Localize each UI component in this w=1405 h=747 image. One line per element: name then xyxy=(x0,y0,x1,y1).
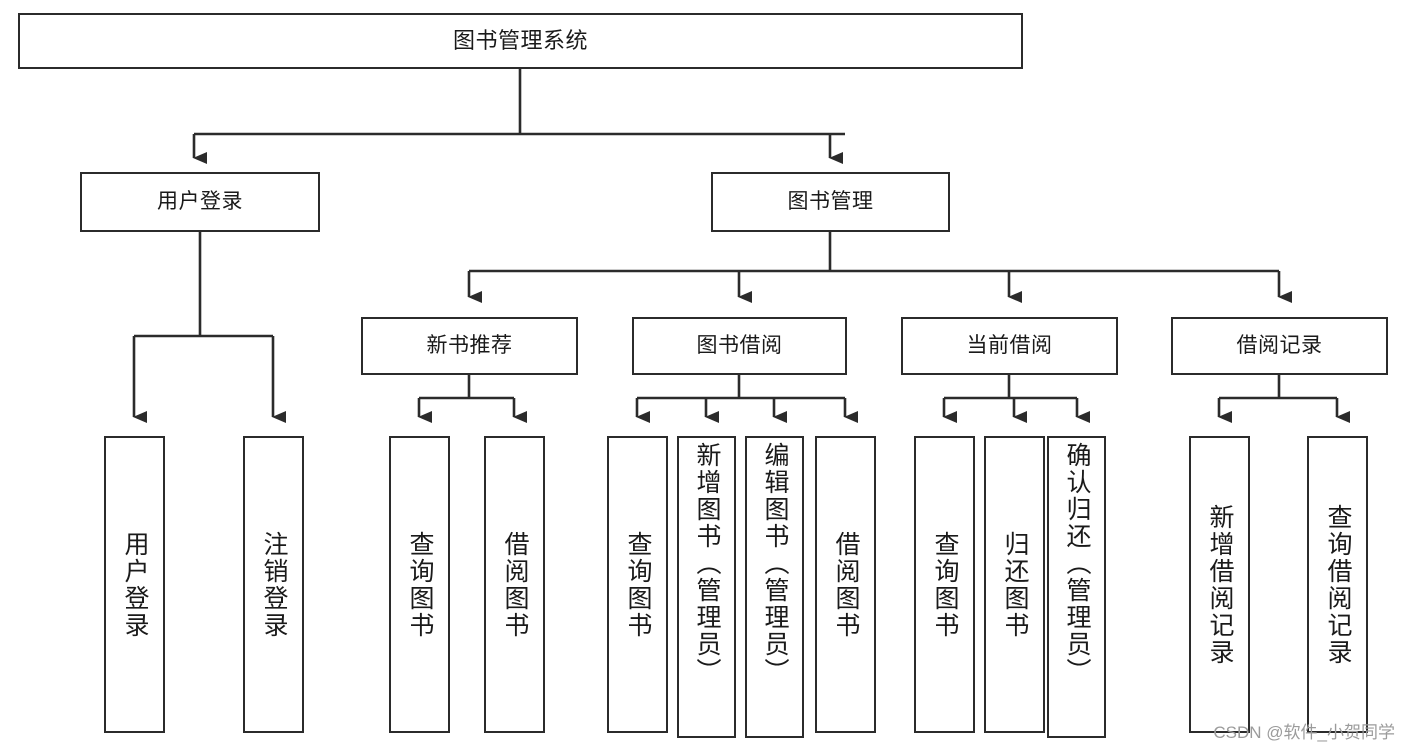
node-leaf-user-logout[interactable]: 注销登录 xyxy=(243,436,304,733)
node-label: 借阅图书 xyxy=(832,530,860,639)
node-label: 图书管理系统 xyxy=(452,27,588,53)
node-leaf-edit-book[interactable]: 编辑图书（管理员） xyxy=(745,436,804,738)
node-leaf-confirm-return[interactable]: 确认归还（管理员） xyxy=(1047,436,1106,738)
node-label: 查询图书 xyxy=(624,530,652,639)
node-borrow-record[interactable]: 借阅记录 xyxy=(1171,317,1388,375)
node-leaf-query-book-current[interactable]: 查询图书 xyxy=(914,436,975,733)
node-label: 注销登录 xyxy=(260,530,288,639)
node-label: 查询图书 xyxy=(406,530,434,639)
node-label: 借阅图书 xyxy=(501,530,529,639)
node-book-borrow[interactable]: 图书借阅 xyxy=(632,317,847,375)
node-label: 当前借阅 xyxy=(966,334,1053,358)
node-user-login[interactable]: 用户登录 xyxy=(80,172,320,232)
node-leaf-borrow-book-recommend[interactable]: 借阅图书 xyxy=(484,436,545,733)
node-label: 图书借阅 xyxy=(696,334,783,358)
node-label: 借阅记录 xyxy=(1236,334,1323,358)
node-label: 查询图书 xyxy=(931,530,959,639)
node-label: 归还图书 xyxy=(1001,530,1029,639)
node-label: 新书推荐 xyxy=(426,334,513,358)
node-leaf-add-book[interactable]: 新增图书（管理员） xyxy=(677,436,736,738)
node-leaf-add-borrow-record[interactable]: 新增借阅记录 xyxy=(1189,436,1250,733)
node-current-borrow[interactable]: 当前借阅 xyxy=(901,317,1118,375)
node-book-management[interactable]: 图书管理 xyxy=(711,172,950,232)
node-leaf-return-book[interactable]: 归还图书 xyxy=(984,436,1045,733)
node-leaf-query-book-borrow[interactable]: 查询图书 xyxy=(607,436,668,733)
node-leaf-user-login[interactable]: 用户登录 xyxy=(104,436,165,733)
node-leaf-query-borrow-record[interactable]: 查询借阅记录 xyxy=(1307,436,1368,733)
node-label: 用户登录 xyxy=(121,530,149,639)
node-leaf-borrow-book[interactable]: 借阅图书 xyxy=(815,436,876,733)
node-root-book-management-system[interactable]: 图书管理系统 xyxy=(18,13,1023,69)
node-label: 新增借阅记录 xyxy=(1206,503,1234,666)
node-new-book-recommend[interactable]: 新书推荐 xyxy=(361,317,578,375)
node-label: 用户登录 xyxy=(157,190,243,214)
node-label: 图书管理 xyxy=(787,190,874,214)
node-label: 编辑图书（管理员） xyxy=(761,442,789,685)
node-label: 确认归还（管理员） xyxy=(1063,442,1091,685)
node-label: 新增图书（管理员） xyxy=(693,442,721,685)
node-label: 查询借阅记录 xyxy=(1324,503,1352,666)
node-leaf-query-book-recommend[interactable]: 查询图书 xyxy=(389,436,450,733)
